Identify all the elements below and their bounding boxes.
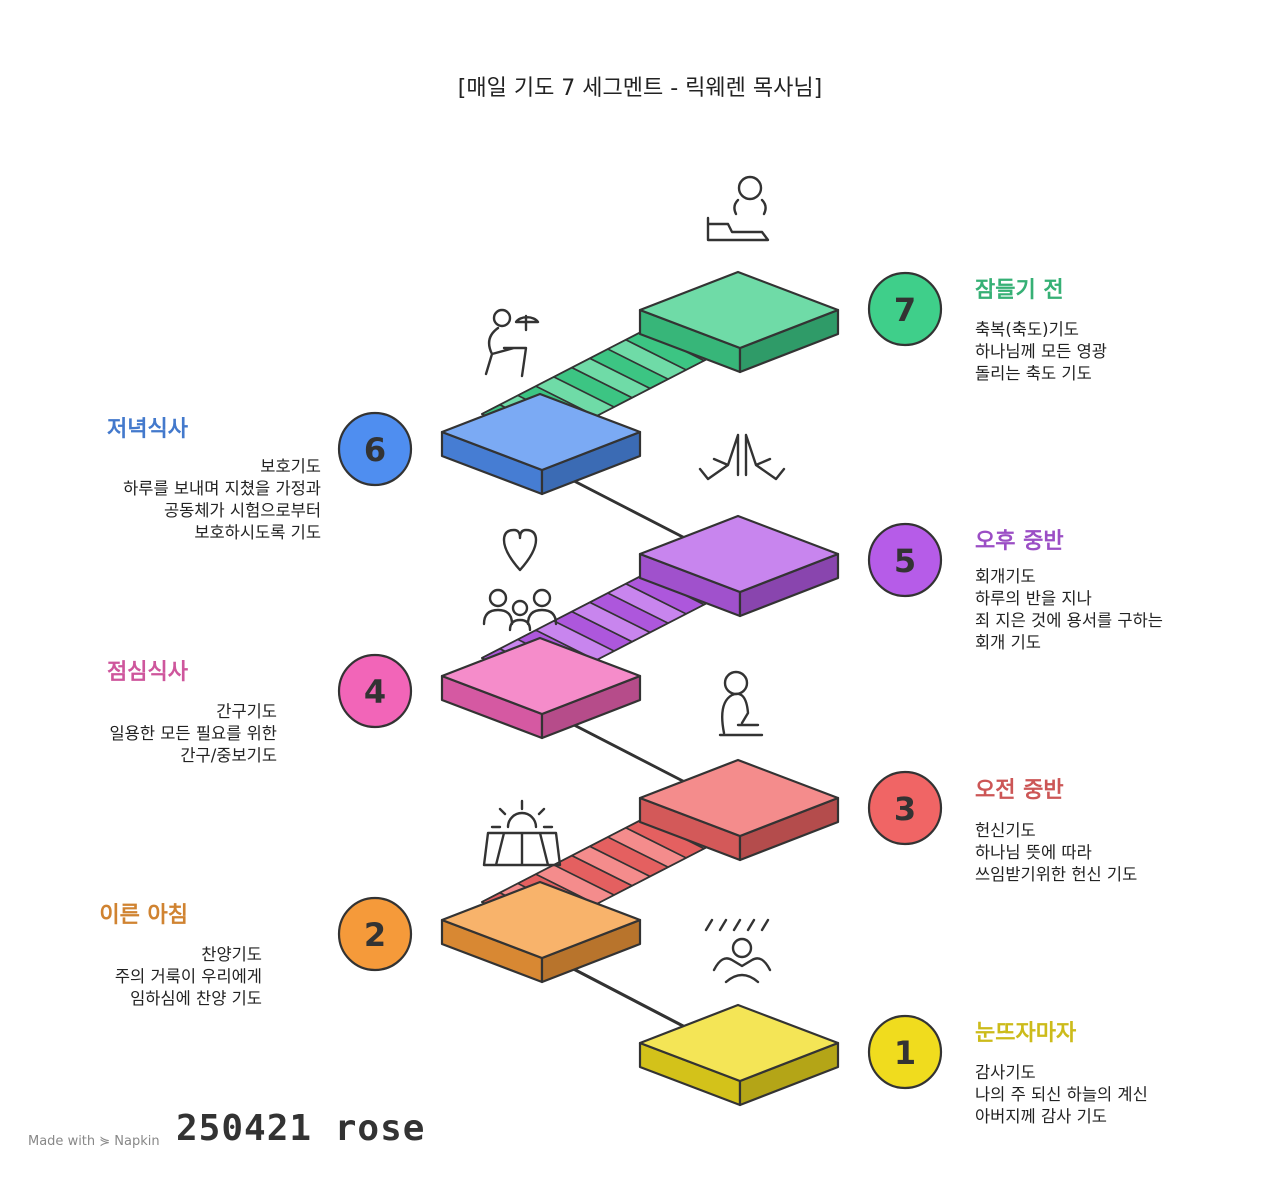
step-number-badge-3: 3: [867, 770, 943, 846]
made-with-napkin-label: Made with ⋟ Napkin: [28, 1134, 160, 1149]
step-description-line: 찬양기도: [201, 945, 262, 964]
family-heart-icon: [482, 528, 558, 632]
step-platform-2: [440, 880, 642, 984]
sunrise-field-icon: [482, 799, 562, 867]
step-number-badge-2: 2: [337, 896, 413, 972]
step-description-line: 공동체가 시험으로부터: [163, 501, 321, 520]
step-platform-5: [638, 514, 840, 618]
step-platform-4: [440, 636, 642, 740]
step-heading-7: 잠들기 전: [975, 278, 1064, 303]
step-number: 4: [364, 673, 386, 711]
step-heading-5: 오후 중반: [975, 529, 1064, 554]
step-number-badge-7: 7: [867, 271, 943, 347]
step-description-line: 주의 거룩이 우리에게: [114, 967, 262, 986]
step-platform-1: [638, 1003, 840, 1107]
step-number-badge-4: 4: [337, 653, 413, 729]
step-number: 2: [364, 916, 386, 954]
step-description-line: 간구/중보기도: [180, 746, 277, 765]
step-description-line: 감사기도: [975, 1063, 1036, 1082]
step-heading-1: 눈뜨자마자: [975, 1021, 1077, 1046]
step-description-line: 하나님 뜻에 따라: [975, 843, 1092, 862]
kneeling-person-icon: [718, 670, 764, 737]
step-description-line: 보호하시도록 기도: [194, 523, 321, 542]
step-heading-3: 오전 중반: [975, 778, 1064, 803]
step-description-line: 하나님께 모든 영광: [975, 342, 1107, 361]
praying-hands-icon: [698, 433, 786, 481]
step-platform-6: [440, 392, 642, 496]
step-description-line: 아버지께 감사 기도: [975, 1107, 1107, 1126]
step-heading-4: 점심식사: [107, 660, 188, 685]
step-number-badge-5: 5: [867, 522, 943, 598]
step-number: 5: [894, 542, 916, 580]
step-description-line: 헌신기도: [975, 821, 1036, 840]
step-description-line: 회개 기도: [975, 633, 1041, 652]
stretching-person-icon: [704, 918, 772, 984]
step-description-line: 나의 주 되신 하늘의 계신: [975, 1085, 1148, 1104]
step-number: 6: [364, 431, 386, 469]
sleeping-person-icon: [706, 175, 770, 242]
step-number-badge-1: 1: [867, 1014, 943, 1090]
step-description-line: 회개기도: [975, 567, 1036, 586]
step-description-line: 일용한 모든 필요를 위한: [109, 724, 277, 743]
handwritten-note: 250421 rose: [176, 1108, 426, 1149]
step-number: 7: [894, 291, 916, 329]
step-description-line: 쓰임받기위한 헌신 기도: [975, 865, 1138, 884]
step-heading-6: 저녁식사: [107, 417, 188, 442]
step-description-line: 하루의 반을 지나: [975, 589, 1092, 608]
step-platform-7: [638, 270, 840, 374]
dining-person-icon: [484, 308, 540, 378]
step-description-line: 하루를 보내며 지쳤을 가정과: [123, 479, 321, 498]
step-description-line: 축복(축도)기도: [975, 320, 1079, 339]
step-number: 3: [894, 790, 916, 828]
step-description-line: 간구기도: [216, 702, 277, 721]
step-platform-3: [638, 758, 840, 862]
step-heading-2: 이른 아침: [99, 903, 188, 928]
step-description-line: 보호기도: [260, 457, 321, 476]
step-description-line: 임하심에 찬양 기도: [130, 989, 262, 1008]
page-title: [매일 기도 7 세그멘트 - 릭웨렌 목사님]: [457, 76, 823, 101]
step-description-line: 돌리는 축도 기도: [975, 364, 1092, 383]
step-number: 1: [894, 1034, 916, 1072]
step-description-line: 죄 지은 것에 용서를 구하는: [975, 611, 1163, 630]
step-number-badge-6: 6: [337, 411, 413, 487]
